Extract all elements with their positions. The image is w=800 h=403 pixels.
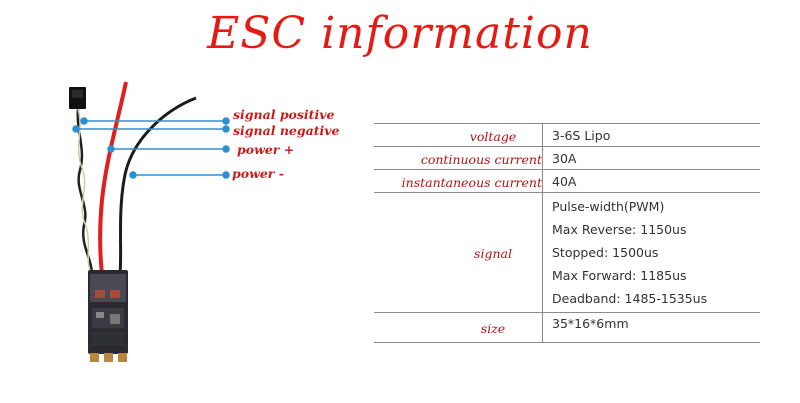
spec-row-size: size 35*16*6mm	[374, 312, 760, 343]
spec-value-signal: Pulse-width(PWM) Max Reverse: 1150us Sto…	[542, 192, 760, 313]
label-signal-positive: signal positive	[233, 107, 335, 122]
label-power-negative: power -	[232, 166, 284, 181]
spec-row-signal: signal Pulse-width(PWM) Max Reverse: 115…	[374, 192, 760, 313]
spec-row-instantaneous-current: instantaneous current 40A	[374, 169, 760, 193]
spec-row-continuous-current: continuous current 30A	[374, 146, 760, 170]
spec-key-continuous-current: continuous current	[374, 146, 543, 170]
signal-value-line: Deadband: 1485-1535us	[552, 291, 708, 306]
signal-values-list: Pulse-width(PWM) Max Reverse: 1150us Sto…	[552, 195, 760, 310]
spec-key-size: size	[374, 312, 543, 343]
pointer-lines	[72, 117, 230, 179]
spec-value-size: 35*16*6mm	[542, 312, 760, 343]
spec-value-instantaneous-current: 40A	[542, 169, 760, 193]
spec-value-voltage: 3-6S Lipo	[542, 123, 760, 147]
signal-value-line: Stopped: 1500us	[552, 245, 659, 260]
page-title: ESC information	[0, 4, 800, 64]
signal-wire	[76, 108, 94, 276]
label-power-positive: power +	[237, 142, 295, 157]
spec-table: voltage 3-6S Lipo continuous current 30A…	[374, 123, 760, 343]
signal-value-line: Pulse-width(PWM)	[552, 199, 665, 214]
signal-value-line: Max Reverse: 1150us	[552, 222, 687, 237]
power-negative-wire	[118, 96, 197, 276]
power-positive-wire	[98, 81, 128, 276]
spec-key-voltage: voltage	[374, 123, 543, 147]
spec-key-instantaneous-current: instantaneous current	[374, 169, 543, 193]
servo-connector	[69, 87, 86, 109]
label-signal-negative: signal negative	[233, 123, 340, 138]
page-title-text: ESC information	[207, 8, 593, 59]
esc-board	[88, 270, 128, 362]
spec-value-continuous-current: 30A	[542, 146, 760, 170]
spec-row-voltage: voltage 3-6S Lipo	[374, 123, 760, 147]
spec-key-signal: signal	[374, 192, 543, 313]
signal-value-line: Max Forward: 1185us	[552, 268, 687, 283]
